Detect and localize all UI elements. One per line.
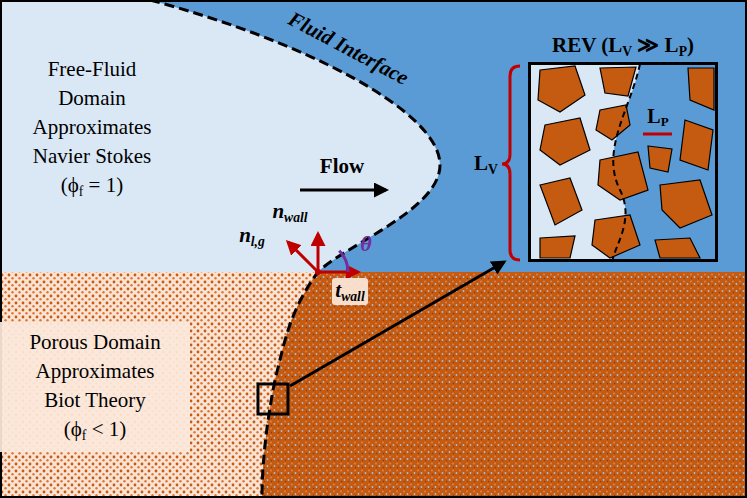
box-text: Porous Domain Approximates Biot Theory (… <box>6 328 184 446</box>
rev-length-label: LV <box>474 151 498 178</box>
contact-angle-arc <box>339 251 348 272</box>
fluid-interface-line <box>150 0 440 498</box>
flow-label: Flow <box>320 154 364 179</box>
porous-wet-region <box>0 272 318 498</box>
rev-length-bracket <box>502 66 520 260</box>
pore-length-label: LP <box>647 104 668 131</box>
liquid-region <box>0 0 440 272</box>
contact-angle-label: θ <box>360 231 371 257</box>
rev-interface-line <box>612 64 640 262</box>
porous-dry-region <box>0 272 747 498</box>
rev-grains <box>538 66 714 258</box>
interface-label: Fluid Interface <box>284 6 413 90</box>
free-fluid-label: Free-Fluid Domain Approximates Navier St… <box>33 55 152 202</box>
gas-region <box>0 0 747 272</box>
contact-point <box>315 269 321 275</box>
porous-domain-box: Porous Domain Approximates Biot Theory (… <box>0 322 190 452</box>
box-heading: REV (LV ≫ LP) <box>552 31 694 62</box>
rev-box: REV (LV ≫ LP) <box>528 62 718 262</box>
normal-interface-label: nl,g <box>239 223 265 250</box>
flow-arrow <box>300 189 386 192</box>
pore-length-line <box>643 133 672 136</box>
tangent-wall-vector <box>318 271 358 274</box>
normal-wall-label: nwall <box>272 199 307 226</box>
zoom-arrow <box>290 262 504 386</box>
normal-wall-vector <box>317 234 320 272</box>
rev-marker-square <box>258 384 288 414</box>
tangent-wall-label: twall <box>332 278 367 305</box>
normal-interface-vector <box>288 242 318 272</box>
